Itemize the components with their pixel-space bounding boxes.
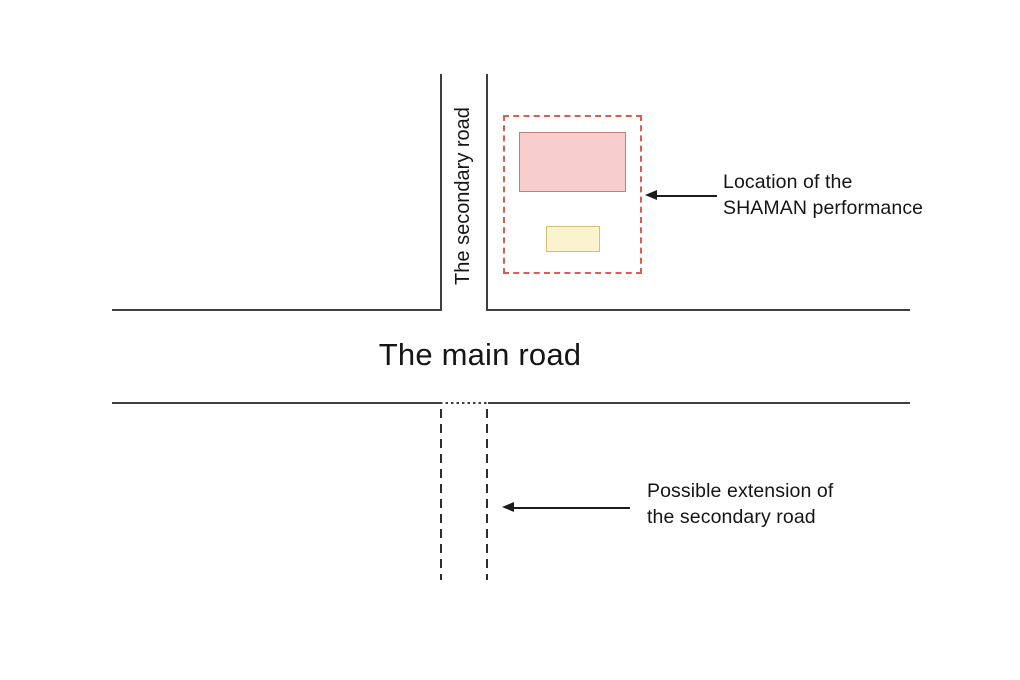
performance-location-label-line1: Location of the xyxy=(723,171,853,193)
secondary-road-right-edge xyxy=(486,74,488,311)
extension-left-dashed-edge xyxy=(440,409,442,580)
performance-arrow-line xyxy=(656,195,717,197)
small-prop-rectangle xyxy=(546,226,600,252)
extension-label-line2: the secondary road xyxy=(647,506,816,528)
performance-area-dashed-outline xyxy=(503,115,642,274)
extension-arrow-head-icon xyxy=(502,502,514,512)
extension-arrow-line xyxy=(513,507,630,509)
performance-arrow-head-icon xyxy=(645,190,657,200)
extension-label: Possible extension of the secondary road xyxy=(647,478,833,530)
secondary-road-label: The secondary road xyxy=(452,107,474,285)
secondary-road-left-edge xyxy=(440,74,442,311)
performance-location-label: Location of the SHAMAN performance xyxy=(723,169,923,221)
main-road-bottom-edge-left xyxy=(112,402,440,404)
extension-right-dashed-edge xyxy=(486,409,488,580)
main-road-top-edge-right xyxy=(488,309,910,311)
main-road-top-edge-left xyxy=(112,309,440,311)
main-road-label: The main road xyxy=(378,337,582,372)
main-road-bottom-edge-dotted-crossing xyxy=(440,402,488,404)
performance-location-label-line2: SHAMAN performance xyxy=(723,197,924,219)
main-road-bottom-edge-right xyxy=(488,402,910,404)
extension-label-line1: Possible extension of xyxy=(647,480,834,502)
stage-rectangle xyxy=(519,132,626,192)
